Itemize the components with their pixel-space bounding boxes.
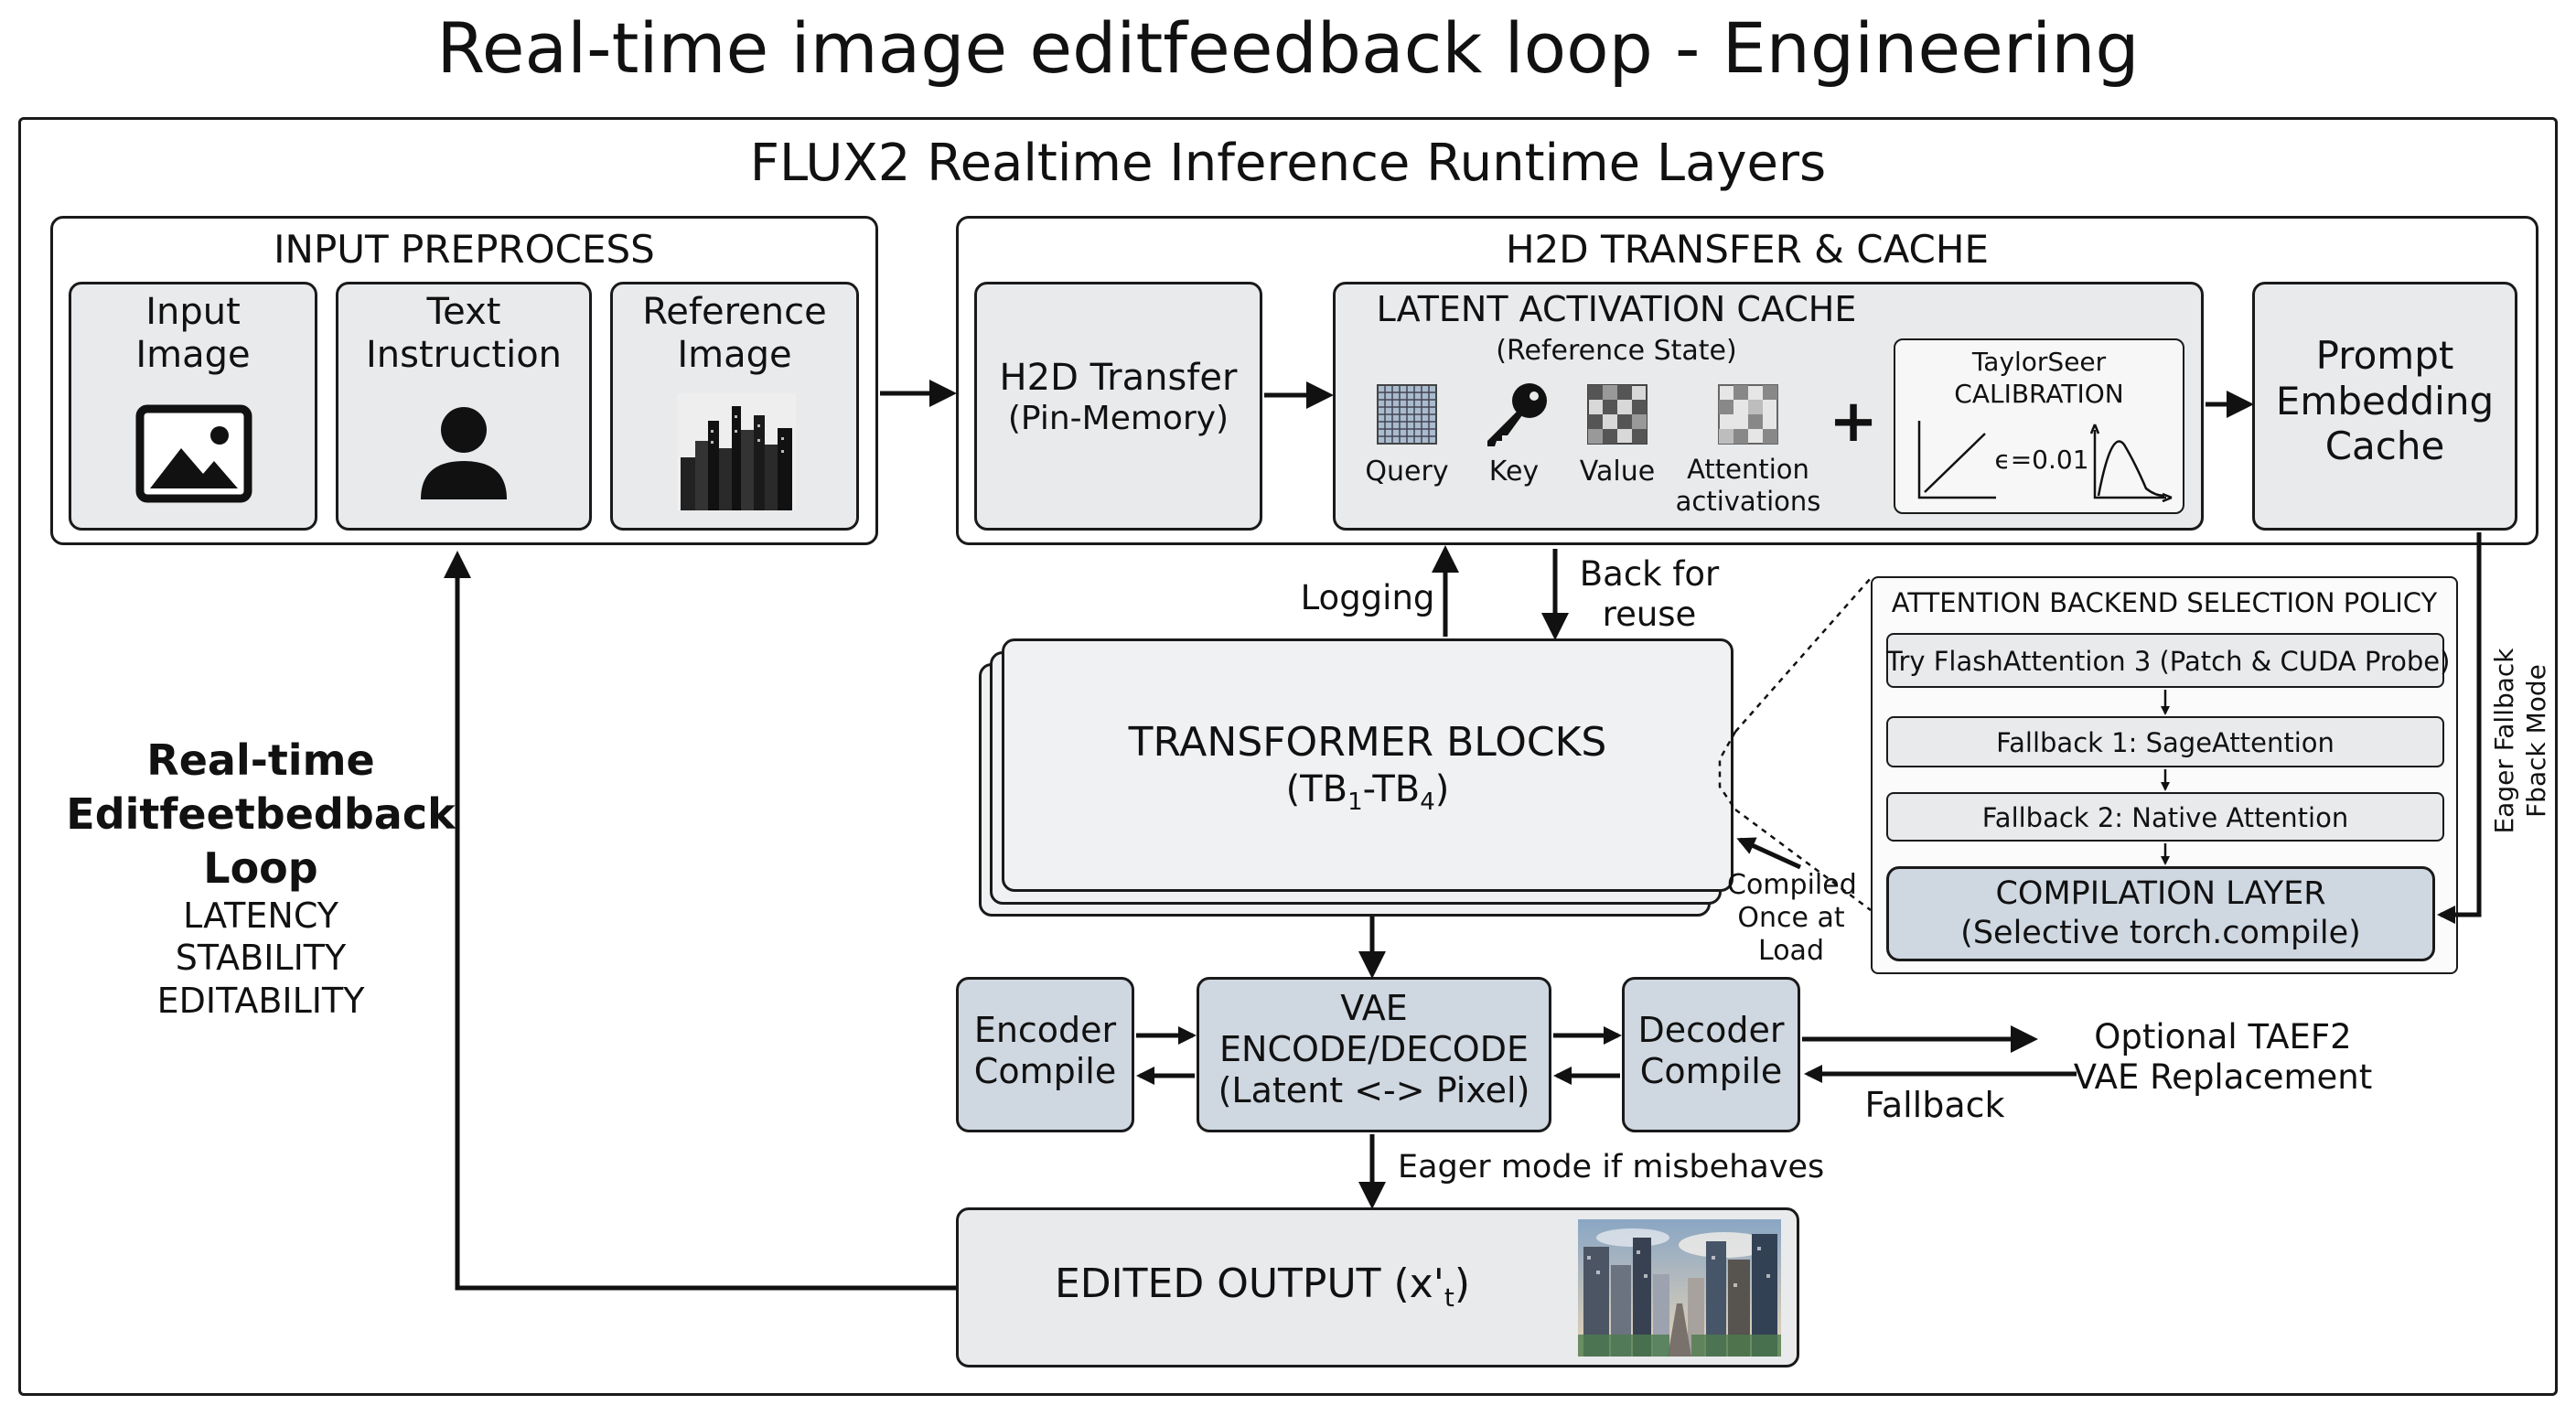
fallback2-box xyxy=(1886,792,2444,842)
fallback-label: Fallback xyxy=(1864,1085,2005,1125)
transformer-blocks-box xyxy=(1002,638,1733,892)
fallback1-label: Fallback 1: SageAttention xyxy=(1996,727,2334,758)
attention-grid-icon xyxy=(1718,384,1778,445)
decoder-compile-box xyxy=(1622,977,1800,1132)
compilation-layer-label: COMPILATION LAYER(Selective torch.compil… xyxy=(1960,875,2361,951)
latent-cache-sub: (Reference State) xyxy=(1496,335,1737,367)
input-preprocess-header: INPUT PREPROCESS xyxy=(274,227,655,272)
query-label: Query xyxy=(1365,456,1449,488)
metric-editability: EDITABILITY xyxy=(156,980,365,1021)
encoder-compile-box xyxy=(956,977,1134,1132)
prompt-cache-box xyxy=(2252,282,2517,531)
loop-metrics: LATENCY STABILITY EDITABILITY xyxy=(37,895,485,1022)
h2d-transfer-box xyxy=(974,282,1262,531)
edited-city-image xyxy=(1578,1219,1781,1357)
logging-label: Logging xyxy=(1300,578,1435,617)
attention-policy-header: ATTENTION BACKEND SELECTION POLICY xyxy=(1891,587,2438,618)
try-flashattention-label: Try FlashAttention 3 (Patch & CUDA Probe… xyxy=(1886,646,2451,677)
image-icon xyxy=(135,404,252,503)
taylorseer-plot xyxy=(1917,421,2173,503)
value-label: Value xyxy=(1579,456,1656,488)
fallback1-box xyxy=(1886,716,2444,767)
metric-latency: LATENCY xyxy=(183,896,338,936)
person-icon xyxy=(421,407,507,499)
plus-sign: + xyxy=(1829,388,1878,456)
city-skyline-icon xyxy=(677,393,796,510)
key-label: Key xyxy=(1488,456,1540,488)
runtime-title: FLUX2 Realtime Inference Runtime Layers xyxy=(749,134,1827,193)
value-grid-icon xyxy=(1587,384,1648,445)
query-grid-icon xyxy=(1377,384,1437,445)
edited-output-label: EDITED OUTPUT (x't) xyxy=(1055,1260,1470,1313)
latent-cache-header: LATENT ACTIVATION CACHE xyxy=(1376,289,1857,329)
transformer-title: TRANSFORMER BLOCKS xyxy=(1128,719,1607,766)
epsilon-label: ϵ=0.01 xyxy=(1994,445,2089,475)
taylorseer-box xyxy=(1894,338,2184,514)
metric-stability: STABILITY xyxy=(175,938,347,979)
page-title: Real-time image editfeedback loop - Engi… xyxy=(436,7,2140,89)
h2d-header: H2D TRANSFER & CACHE xyxy=(1505,227,1990,272)
fallback2-label: Fallback 2: Native Attention xyxy=(1981,802,2349,833)
key-icon xyxy=(1487,383,1547,446)
transformer-sub: (TB1-TB4) xyxy=(1285,768,1450,816)
vae-encode-decode-box xyxy=(1197,977,1551,1132)
h2d-transfer-label: H2D Transfer(Pin-Memory) xyxy=(999,357,1238,438)
try-flashattention-box xyxy=(1886,633,2444,688)
eager-mode-label: Eager mode if misbehaves xyxy=(1398,1149,1825,1185)
compilation-layer-box xyxy=(1886,866,2435,961)
